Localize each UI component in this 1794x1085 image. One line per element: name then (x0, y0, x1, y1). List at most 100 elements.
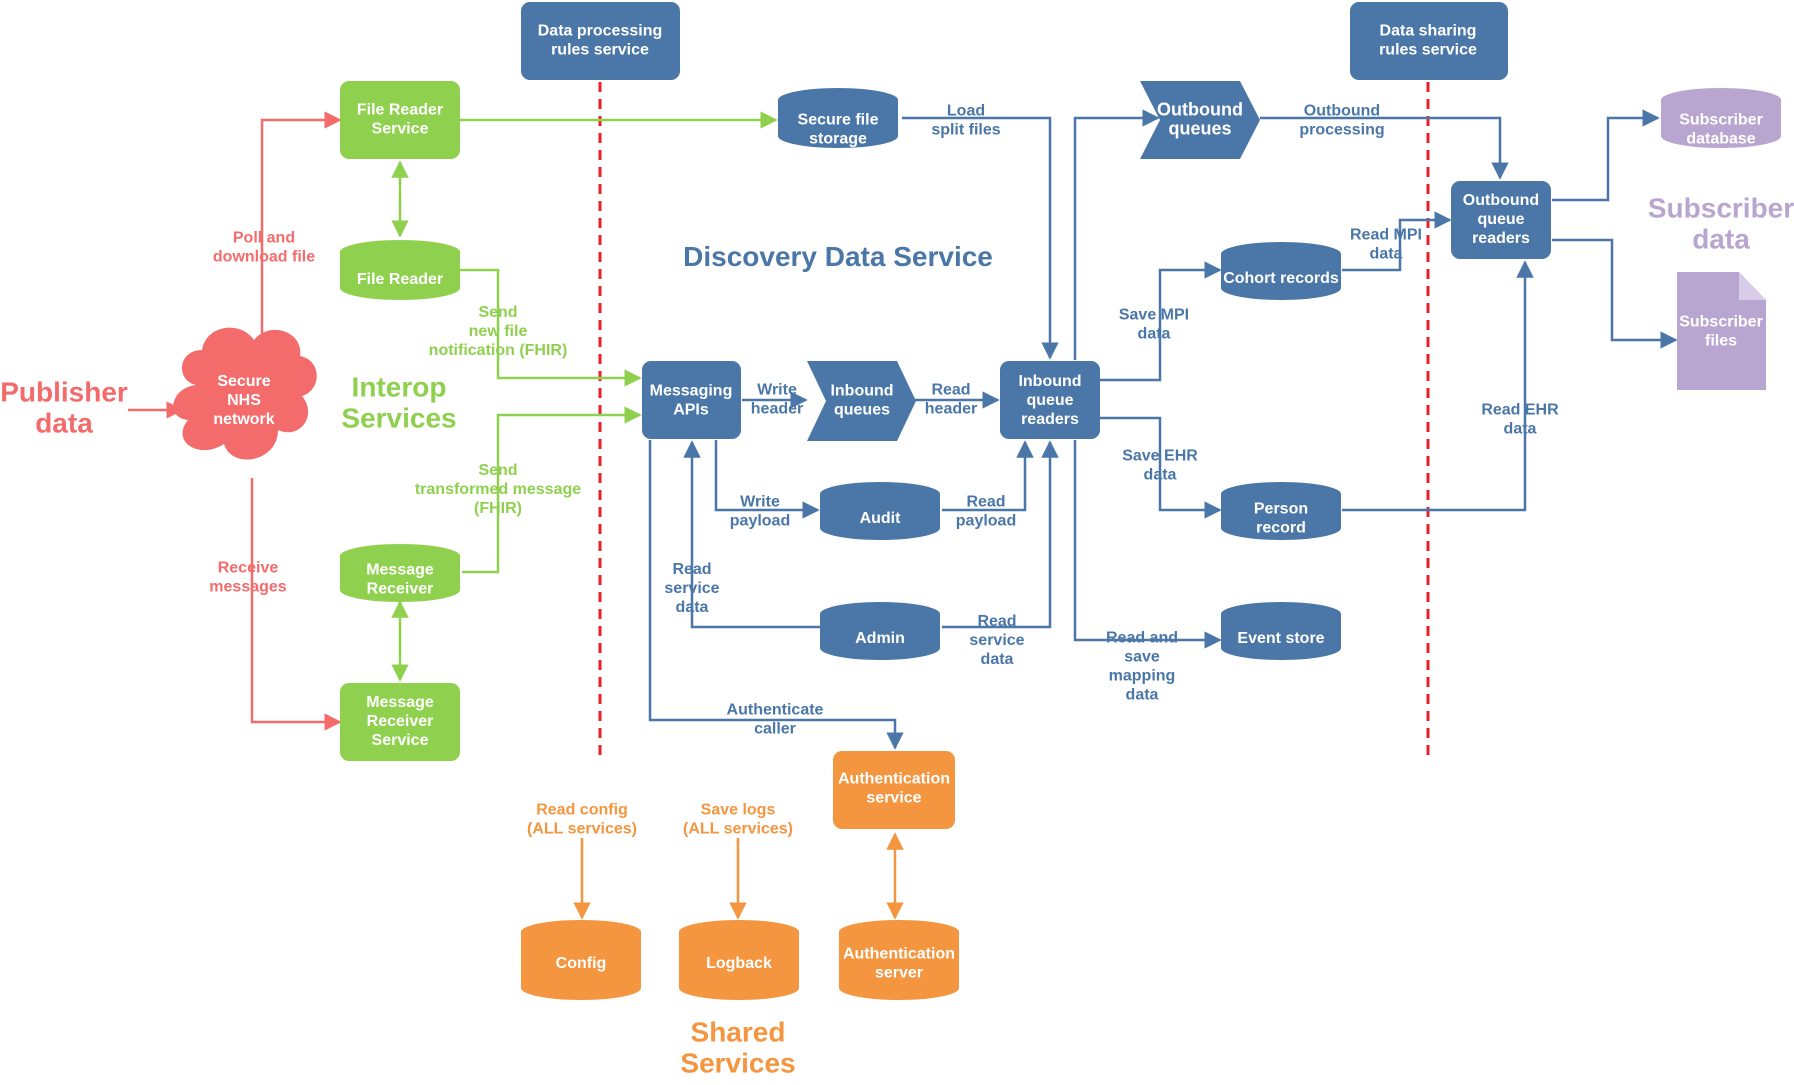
edge-save-ehr (1100, 416, 1222, 519)
text-line: data (1370, 246, 1403, 263)
text-line: Interop (352, 372, 447, 403)
text-line: header (751, 401, 803, 418)
text-line: Outbound (1157, 99, 1243, 119)
node-file-reader: File Reader (340, 240, 460, 300)
text-line: save (1124, 649, 1160, 666)
text-line: data (1504, 421, 1537, 438)
text-line: NHS (227, 392, 261, 409)
text-line: Read (672, 561, 711, 578)
label-read-ehr: Read EHR data (1481, 402, 1559, 438)
text-line: Audit (860, 510, 902, 527)
text-line: Secure file (798, 112, 879, 129)
text-line: server (875, 965, 923, 982)
node-label: Data processing rules service (538, 23, 662, 59)
text-line: Subscriber (1679, 314, 1763, 331)
node-label: Subscriber files (1679, 314, 1763, 350)
text-line: service (664, 580, 719, 597)
text-line: Read (977, 613, 1016, 630)
text-line: notification (FHIR) (429, 342, 568, 359)
text-line: files (1705, 333, 1737, 350)
text-line: rules service (551, 42, 649, 59)
text-line: messages (209, 579, 286, 596)
node-event-store: Event store (1221, 602, 1341, 660)
node-label: Cohort records (1223, 270, 1339, 287)
text-line: Write (757, 382, 797, 399)
text-line: Config (556, 955, 607, 972)
edge-to-subscriber-files (1552, 238, 1678, 349)
text-line: Message (366, 562, 434, 579)
text-line: payload (730, 513, 790, 530)
label-write-payload: Write payload (730, 494, 790, 530)
text-line: Send (478, 304, 517, 321)
text-line: network (213, 411, 274, 428)
node-audit: Audit (820, 482, 940, 540)
edge-receive-messages (250, 478, 342, 731)
text-line: Load (947, 103, 985, 120)
text-line: Service (372, 732, 429, 749)
text-line: Authentication (838, 771, 950, 788)
text-line: data (981, 651, 1014, 668)
text-line: Cohort records (1223, 270, 1339, 287)
text-line: Receive (218, 560, 279, 577)
text-line: split files (931, 122, 1000, 139)
text-line: Person (1254, 501, 1308, 518)
node-logback: Logback (679, 920, 799, 1000)
text-line: readers (1021, 411, 1079, 428)
node-label: Event store (1237, 630, 1324, 647)
text-line: service (866, 790, 921, 807)
edge-read-payload (942, 440, 1034, 512)
text-line: data (1144, 467, 1177, 484)
edge-poll-download (260, 111, 342, 340)
text-line: database (1686, 131, 1755, 148)
text-line: (FHIR) (474, 500, 522, 517)
text-line: Data processing (538, 23, 662, 40)
edge-send-new-file (460, 268, 642, 387)
edge-authenticate-caller (648, 440, 904, 750)
text-line: header (925, 401, 977, 418)
text-line: Save logs (701, 802, 776, 819)
label-read-header: Read header (925, 382, 977, 418)
label-send-new-file: Send new file notification (FHIR) (429, 304, 568, 359)
edges (128, 109, 1678, 920)
label-load-split-files: Load split files (931, 103, 1000, 139)
node-label: Admin (855, 630, 905, 647)
text-line: queues (1168, 118, 1231, 138)
text-line: Send (478, 462, 517, 479)
text-line: data (35, 408, 93, 439)
text-line: Receiver (367, 581, 434, 598)
text-line: Write (740, 494, 780, 511)
text-line: Message (366, 694, 434, 711)
text-line: Read EHR (1481, 402, 1559, 419)
text-line: Poll and (233, 230, 295, 247)
text-line: data (1692, 224, 1750, 255)
edge-outbound-processing (1260, 116, 1509, 180)
text-line: queues (834, 402, 890, 419)
text-line: File Reader (357, 102, 443, 119)
text-line: Read (931, 382, 970, 399)
text-line: Logback (706, 955, 772, 972)
text-line: rules service (1379, 42, 1477, 59)
node-admin: Admin (820, 602, 940, 660)
text-line: queue (1026, 392, 1073, 409)
text-line: new file (469, 323, 528, 340)
